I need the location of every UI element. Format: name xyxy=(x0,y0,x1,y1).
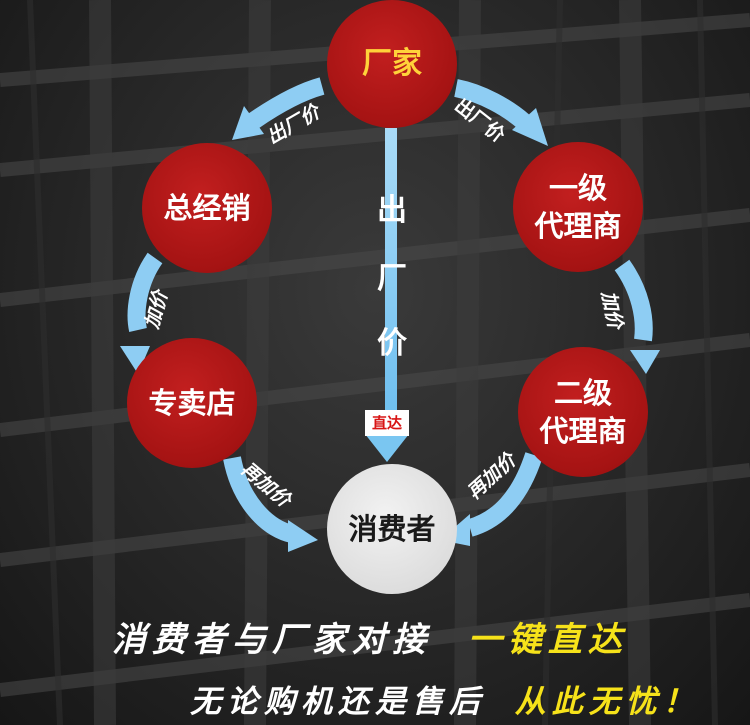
node-level1-agent-line1: 一级 xyxy=(548,171,607,205)
node-general-distributor: 总经销 xyxy=(142,143,272,273)
arrow-general-to-store xyxy=(127,252,163,332)
direct-arrow-shaft xyxy=(385,128,397,413)
node-factory-label: 厂家 xyxy=(362,46,422,81)
slogan-line-2-yellow: 从此无忧！ xyxy=(514,684,700,720)
node-consumer: 消费者 xyxy=(327,464,457,594)
node-level1-agent: 一级 代理商 xyxy=(513,142,643,272)
slogan-line-1-yellow: 一键直达 xyxy=(467,620,628,660)
node-level1-agent-line2: 代理商 xyxy=(534,209,622,243)
node-consumer-label: 消费者 xyxy=(348,512,436,546)
arrow-level2-to-consumer xyxy=(467,452,543,537)
slogan-line-1: 消费者与厂家对接 一键直达 xyxy=(112,612,628,661)
arrow-factory-to-general xyxy=(246,77,325,130)
node-level2-agent: 二级 代理商 xyxy=(518,347,648,477)
direct-badge: 直达 xyxy=(365,410,409,436)
direct-label-char-1: 出 xyxy=(377,193,407,228)
arrowhead-store-consumer xyxy=(288,520,318,552)
arrowhead-level2 xyxy=(630,350,660,374)
node-general-distributor-label: 总经销 xyxy=(163,191,251,225)
node-level2-agent-line2: 代理商 xyxy=(539,414,627,448)
node-retail-store-label: 专卖店 xyxy=(148,386,236,420)
arrow-store-to-consumer xyxy=(223,456,295,543)
node-level2-agent-line1: 二级 xyxy=(553,376,612,410)
node-factory: 厂家 xyxy=(327,0,457,128)
arrowhead-level1 xyxy=(512,108,548,146)
slogan-line-1-white: 消费者与厂家对接 xyxy=(112,620,432,660)
arrowhead-store xyxy=(120,346,150,374)
direct-arrowhead xyxy=(365,434,409,462)
node-retail-store: 专卖店 xyxy=(127,338,257,468)
slogan-line-2: 无论购机还是售后 从此无忧！ xyxy=(190,676,700,721)
arrow-factory-to-level1 xyxy=(454,79,530,129)
direct-label-char-3: 价 xyxy=(377,326,407,361)
slogan-line-2-white: 无论购机还是售后 xyxy=(190,684,486,720)
direct-label-char-2: 厂 xyxy=(377,261,407,296)
arrow-level1-to-level2 xyxy=(614,259,653,342)
arrowhead-general xyxy=(232,106,264,140)
